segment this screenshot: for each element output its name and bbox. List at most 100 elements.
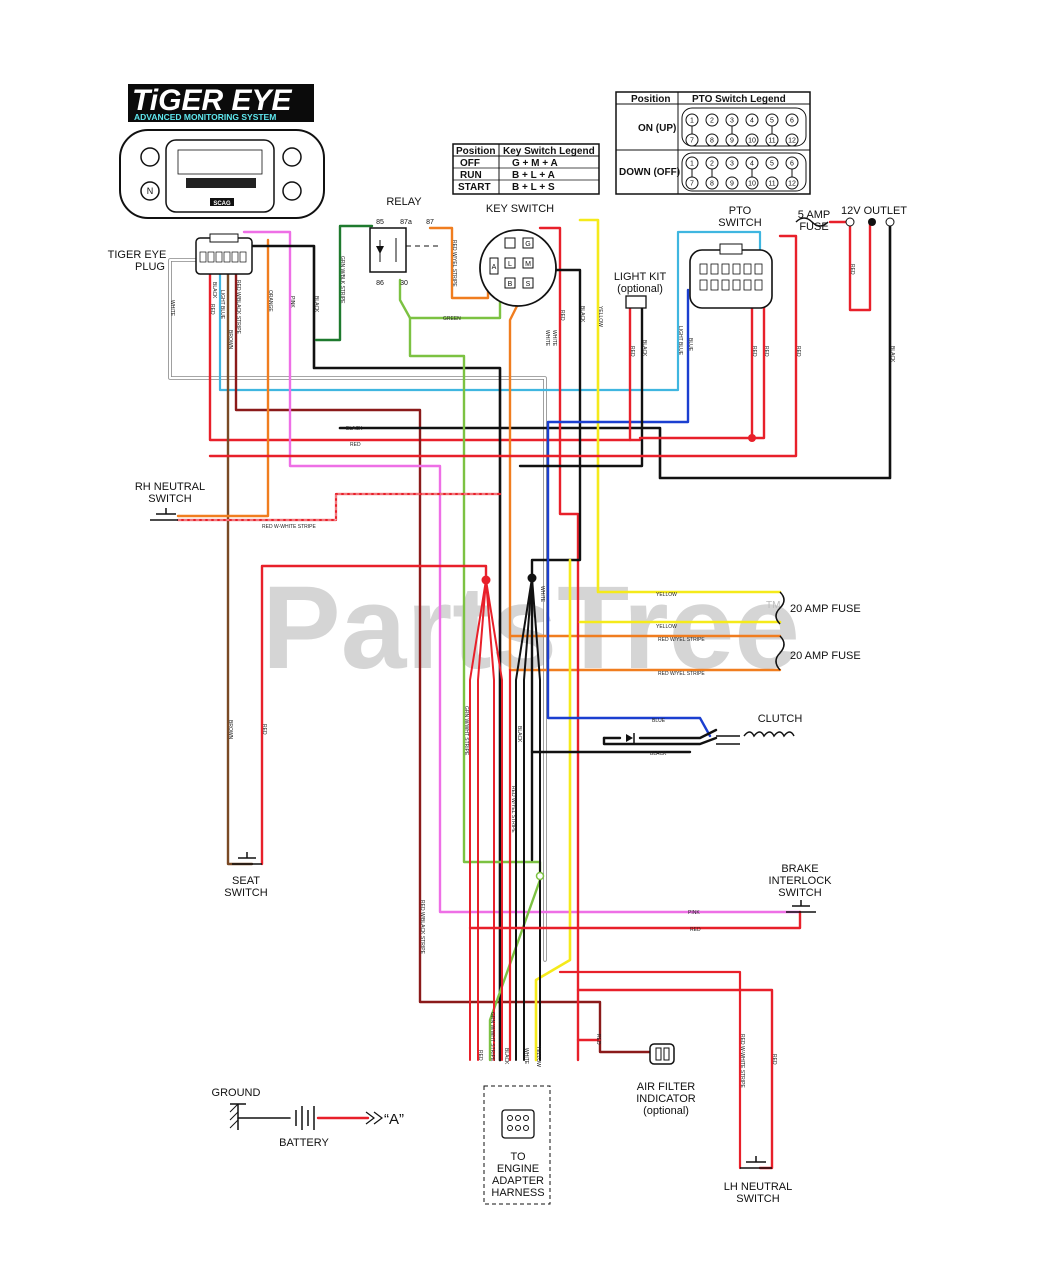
pto-pin-circle — [745, 133, 759, 147]
pto-pin-circle — [725, 156, 739, 170]
label-ground: GROUND — [212, 1087, 261, 1099]
label-battery-a: “A” — [384, 1111, 404, 1128]
wl-white-eng: WHITE — [523, 1048, 529, 1065]
wl-red-pto-2: RED — [763, 346, 769, 357]
pto-pin-label: 10 — [748, 181, 756, 188]
wire-lh-red-white — [558, 970, 742, 1170]
plug-pin — [215, 251, 223, 263]
watermark-tm: TM — [766, 600, 780, 611]
wire-black-key — [530, 268, 582, 862]
battery-symbol — [295, 1106, 383, 1130]
ks-row-off-value: G + M + A — [512, 158, 558, 169]
wl-grn-white: GRN W/WHT STRIPE — [463, 706, 469, 756]
label-engine-3: ADAPTER — [492, 1175, 544, 1187]
ks-row-run-value: B + L + A — [512, 170, 555, 181]
wire-yellow-down — [534, 558, 572, 1062]
ks-row-start: START — [458, 182, 491, 193]
plug-pin — [223, 251, 231, 263]
fuse-5a-symbol — [795, 217, 829, 227]
wl-red-yel-v: RED W/YEL STRIPE — [510, 786, 516, 833]
relay-pin-86: 86 — [376, 280, 384, 287]
pto-pin-label: 8 — [710, 138, 714, 145]
wire-black-plug — [250, 244, 502, 1062]
wl-red-yel-h1: RED W/YEL STRIPE — [658, 637, 705, 643]
seat-switch-symbol — [232, 852, 262, 865]
pto-pin-circle — [785, 113, 799, 127]
fuse-20a-symbol-1 — [775, 591, 785, 625]
wl-red-brake: RED — [690, 927, 701, 933]
brake-switch-symbol — [786, 900, 816, 913]
wire-blue — [546, 288, 712, 738]
ks-header-position: Position — [456, 146, 495, 157]
wl-orange: ORANGE — [267, 290, 273, 312]
wire-red-main — [208, 260, 642, 442]
pto-pin-label: 6 — [790, 118, 794, 125]
pto-pin-label: 2 — [710, 161, 714, 168]
wl-red-h: RED — [350, 442, 361, 448]
plug-pin — [207, 251, 215, 263]
pto-pin-label: 8 — [710, 181, 714, 188]
plug-pin — [231, 251, 239, 263]
pto-pin-label: 2 — [710, 118, 714, 125]
engine-adapter-box — [483, 1085, 551, 1205]
wl-yellow-eng: YELLOW — [535, 1046, 541, 1067]
wl-grn-black: GRN W/BLK STRIPE — [339, 256, 345, 304]
pto-switch-pin — [754, 279, 763, 291]
wire-light-blue — [218, 230, 762, 392]
pto-switch-legend-table: Position PTO Switch Legend ON (UP) DOWN … — [615, 91, 811, 195]
wl-pink: PINK — [289, 296, 295, 308]
pto-pin-label: 1 — [690, 118, 694, 125]
wl-red-light: RED — [629, 346, 635, 357]
wl-black-3: BLACK — [579, 306, 585, 323]
relay-component — [369, 227, 440, 273]
pto-switch-pin — [699, 279, 708, 291]
pto-pin-label: 11 — [768, 181, 775, 188]
label-20a-fuse-2: 20 AMP FUSE — [790, 650, 861, 662]
wl-black-h2: BLACK — [650, 751, 667, 757]
brand-badge: SCAG — [213, 201, 231, 207]
outlet-12v-symbol — [845, 217, 895, 227]
wire-orange — [176, 238, 270, 518]
pto-pin-label: 7 — [690, 138, 694, 145]
key-switch-legend-table: Position Key Switch Legend OFF G + M + A… — [452, 143, 600, 195]
label-seat-switch-1: SEAT — [232, 875, 260, 887]
label-5a-fuse-2: FUSE — [799, 221, 828, 233]
wire-yellow-1 — [578, 218, 782, 594]
tiger-eye-plug-connector — [195, 233, 253, 275]
label-air-filter-2: INDICATOR — [636, 1093, 696, 1105]
pto-pin-circle — [705, 133, 719, 147]
pto-pin-label: 4 — [750, 118, 754, 125]
label-air-filter-3: (optional) — [643, 1105, 689, 1117]
wire-clutch-black — [602, 736, 718, 746]
relay-pin-85: 85 — [376, 219, 384, 226]
lh-neutral-switch-symbol — [740, 1156, 772, 1169]
ground-symbol — [229, 1103, 246, 1130]
label-pto-1: PTO — [729, 205, 752, 217]
key-pin-m: M — [525, 261, 531, 268]
pto-header-legend: PTO Switch Legend — [692, 94, 786, 105]
wire-outlet-red — [828, 220, 872, 312]
pto-pin-label: 3 — [730, 161, 734, 168]
wl-blue: BLUE — [687, 338, 693, 352]
pto-pin-label: 5 — [770, 161, 774, 168]
wl-white-2: WHITE — [544, 330, 550, 347]
pto-pin-circle — [765, 176, 779, 190]
pto-row-on: ON (UP) — [638, 123, 676, 134]
wl-red-yel-h2: RED W/YEL STRIPE — [658, 671, 705, 677]
wire-seat-red — [260, 564, 488, 866]
wire-white — [169, 259, 546, 961]
wl-black-eng: BLACK — [503, 1048, 509, 1065]
wl-brown: BROWN — [227, 330, 233, 350]
pto-pin-label: 3 — [730, 118, 734, 125]
pto-switch-pin — [710, 279, 719, 291]
wl-pink-h: PINK — [688, 910, 700, 916]
light-kit-connector — [625, 295, 647, 309]
key-switch-component — [479, 229, 557, 307]
label-engine-2: ENGINE — [497, 1163, 539, 1175]
pto-pin-circle — [765, 156, 779, 170]
ks-row-start-value: B + L + S — [512, 182, 555, 193]
label-brake-2: INTERLOCK — [769, 875, 833, 887]
wl-yellow-h2: YELLOW — [656, 624, 677, 630]
label-air-filter-1: AIR FILTER — [637, 1081, 696, 1093]
pto-pin-label: 10 — [748, 138, 756, 145]
